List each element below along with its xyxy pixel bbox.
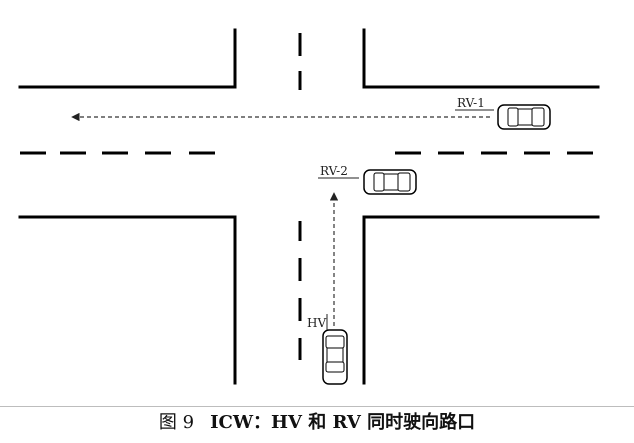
curb-bottom-right [362,215,600,385]
curb-top-left [18,28,237,89]
figure-number: 图 9 [158,412,195,433]
rv2-label: RV-2 [320,164,348,178]
caption-divider [0,406,634,407]
figure-caption: 图 9 ICW：HV 和 RV 同时驶向路口 [0,409,634,437]
rv2-car [363,169,417,195]
curb-bottom-left [18,215,237,385]
curb-top-right [362,28,600,89]
road-edges [18,28,600,385]
rv1-label: RV-1 [457,96,485,110]
rv1-car [497,104,551,130]
caption-text: ICW：HV 和 RV 同时驶向路口 [210,412,476,433]
intersection-diagram: RV-1 RV-2 HV [18,28,600,385]
hv-label: HV [307,316,326,330]
hv-car [322,329,348,385]
